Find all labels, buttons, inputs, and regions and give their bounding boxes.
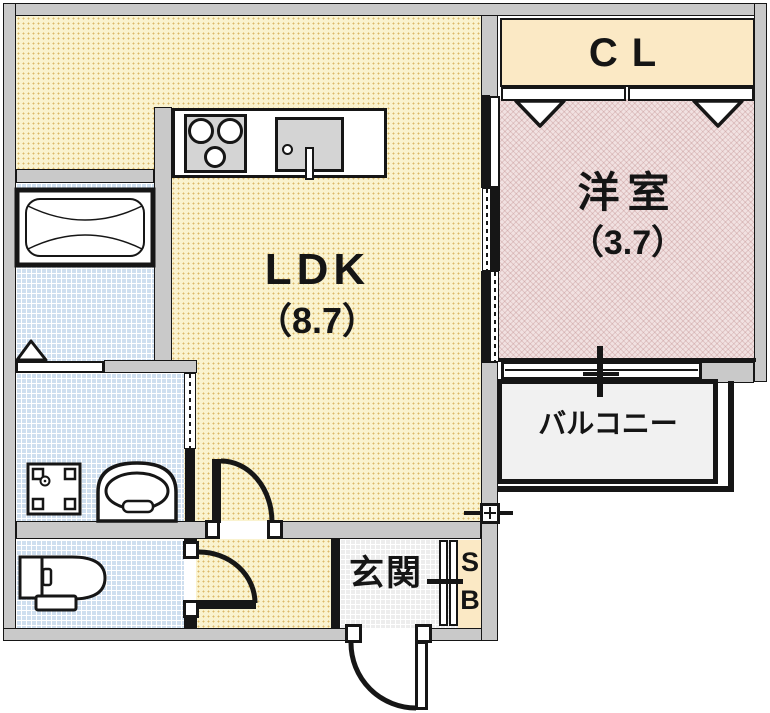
balcony-floor	[497, 379, 718, 484]
toilet-bowl	[40, 555, 107, 601]
wall-western-bottom	[497, 358, 756, 362]
sliding-door-panel	[490, 271, 499, 362]
balcony-railing	[497, 486, 734, 492]
ldk-door-leaf	[212, 459, 221, 523]
room-label-entrance: 玄関	[348, 554, 423, 593]
ldk-door-arc	[220, 458, 275, 523]
wall-ldk-right	[481, 362, 498, 641]
door-jamb	[205, 520, 220, 539]
shoe-cabinet-mark	[427, 579, 463, 584]
wash-basin-front	[121, 499, 155, 514]
bathtub-inner	[25, 198, 145, 257]
sliding-door-track	[481, 271, 490, 362]
toilet-base	[34, 594, 78, 612]
bathtub-curve	[27, 234, 143, 250]
toilet-door-leaf	[197, 600, 256, 609]
closet-door-panel	[628, 87, 754, 101]
doorway-entrance	[362, 628, 415, 641]
toilet-flush-knob	[41, 567, 53, 587]
door-jamb	[415, 624, 432, 643]
room-label-closet: CL	[588, 31, 671, 75]
bathtub-curve	[27, 205, 143, 221]
sliding-door-panel	[482, 188, 491, 271]
room-area-western: （3.7）	[569, 224, 686, 262]
room-area-ldk: （8.7）	[255, 300, 379, 341]
door-jamb	[345, 624, 362, 643]
room-label-ldk: LDK	[264, 245, 371, 294]
pan-corner	[31, 497, 45, 511]
wall-bath-top	[16, 169, 154, 183]
window-center-post	[597, 346, 603, 397]
door-jamb	[267, 520, 283, 539]
room-western-floor	[497, 99, 755, 362]
sink-faucet-icon	[305, 147, 314, 180]
door-jamb	[183, 541, 199, 559]
room-label-balcony: バルコニー	[538, 408, 678, 439]
sliding-door-panel	[489, 96, 500, 188]
sliding-door-track	[481, 95, 490, 188]
sliding-door-track	[491, 188, 500, 271]
closet-door-triangle	[692, 99, 744, 128]
shoe-box-letter-s: S	[460, 547, 479, 577]
closet-floor	[500, 18, 755, 87]
balcony-railing	[728, 381, 734, 492]
stove-burner-icon	[188, 118, 214, 144]
pan-corner	[63, 467, 77, 481]
bathroom-door-sill	[16, 361, 104, 373]
closet-door-triangle	[514, 99, 566, 128]
bathroom-door-triangle	[15, 339, 48, 362]
laundry-folding-door	[184, 373, 196, 449]
toilet-tank	[18, 555, 44, 600]
wall-bath-wash	[104, 360, 197, 373]
stove-burner-icon	[204, 146, 226, 168]
stove-burner-icon	[217, 118, 243, 144]
room-label-western: 洋室	[577, 169, 678, 216]
entrance-door-arc	[348, 642, 417, 711]
meter-box-divider	[489, 507, 491, 519]
pan-corner	[31, 467, 45, 481]
pan-corner	[63, 497, 77, 511]
toilet-door-arc	[198, 549, 258, 604]
wall-right	[754, 3, 767, 382]
doorway-ldk	[207, 521, 276, 539]
shoe-box-letter-b: B	[460, 585, 480, 615]
sink-drain-icon	[282, 144, 293, 155]
wall-entrance-left	[331, 539, 340, 628]
shoe-box-floor	[458, 540, 484, 628]
door-jamb	[183, 600, 199, 618]
pan-drain-dot	[43, 479, 47, 483]
laundry-door-wall	[185, 449, 195, 521]
